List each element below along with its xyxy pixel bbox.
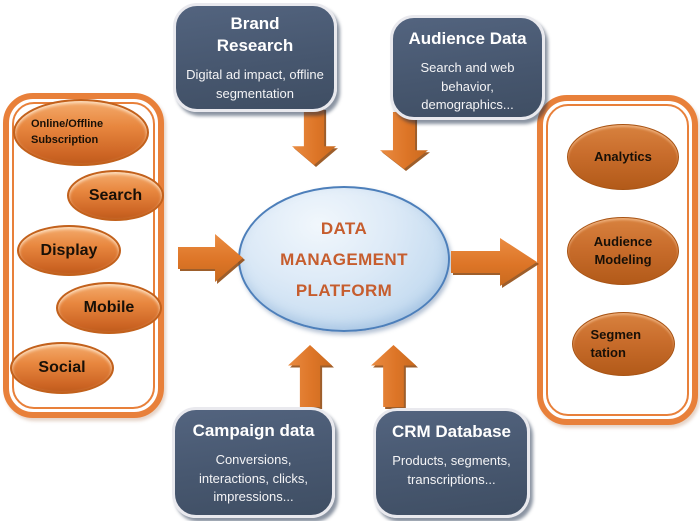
arrow-up-icon bbox=[288, 345, 332, 407]
box-title: Audience Data bbox=[408, 29, 527, 48]
output-audience-modeling: Audience Modeling bbox=[567, 217, 679, 285]
arrow-shape bbox=[288, 345, 332, 407]
platform-label-line: PLATFORM bbox=[295, 280, 393, 300]
arrow-shape bbox=[371, 345, 416, 407]
platform-label-line: DATA bbox=[320, 218, 368, 238]
source-box-crm-database: CRM Database Products, segments, transcr… bbox=[373, 408, 530, 518]
channel-label: Social bbox=[38, 359, 86, 376]
arrow-right-icon bbox=[178, 234, 243, 282]
source-box-campaign-data: Campaign data Conversions, interactions,… bbox=[172, 407, 335, 518]
box-body: Search and web behavior, demographics... bbox=[420, 60, 515, 112]
box-title: Campaign data bbox=[192, 421, 315, 440]
channel-label: Online/Offline Subscription bbox=[31, 117, 104, 146]
arrow-shape bbox=[380, 112, 428, 169]
arrow-down-icon bbox=[292, 108, 336, 165]
box-title: Brand Research bbox=[216, 14, 294, 56]
box-body: Products, segments, transcriptions... bbox=[392, 453, 511, 487]
channel-display: Display bbox=[17, 225, 121, 276]
channel-mobile: Mobile bbox=[56, 282, 162, 334]
channel-online-offline-subscription: Online/Offline Subscription bbox=[13, 99, 149, 166]
output-label: Analytics bbox=[594, 149, 652, 165]
box-body: Digital ad impact, offline segmentation bbox=[186, 67, 324, 101]
output-analytics: Analytics bbox=[567, 124, 679, 190]
arrow-shape bbox=[178, 234, 243, 282]
source-box-audience-data: Audience Data Search and web behavior, d… bbox=[390, 15, 545, 120]
arrow-shape bbox=[292, 108, 336, 165]
channel-label: Mobile bbox=[83, 299, 135, 316]
source-box-brand-research: Brand Research Digital ad impact, offlin… bbox=[173, 3, 337, 112]
output-segmentation: Segmen tation bbox=[572, 312, 675, 376]
channel-search: Search bbox=[67, 170, 164, 221]
arrow-down-icon bbox=[380, 112, 428, 169]
output-label: Audience Modeling bbox=[593, 234, 653, 267]
arrow-shape bbox=[451, 238, 537, 286]
platform-label-line: MANAGEMENT bbox=[280, 249, 408, 269]
channel-label: Display bbox=[40, 241, 98, 259]
arrow-right-icon bbox=[451, 238, 537, 286]
channel-social: Social bbox=[10, 342, 114, 394]
box-body: Conversions, interactions, clicks, impre… bbox=[198, 452, 309, 504]
arrow-up-icon bbox=[371, 345, 416, 407]
data-management-platform-node: DATA MANAGEMENT PLATFORM bbox=[238, 186, 450, 332]
output-label: Segmen tation bbox=[590, 327, 642, 360]
channel-label: Search bbox=[88, 186, 143, 204]
box-title: CRM Database bbox=[391, 422, 512, 441]
